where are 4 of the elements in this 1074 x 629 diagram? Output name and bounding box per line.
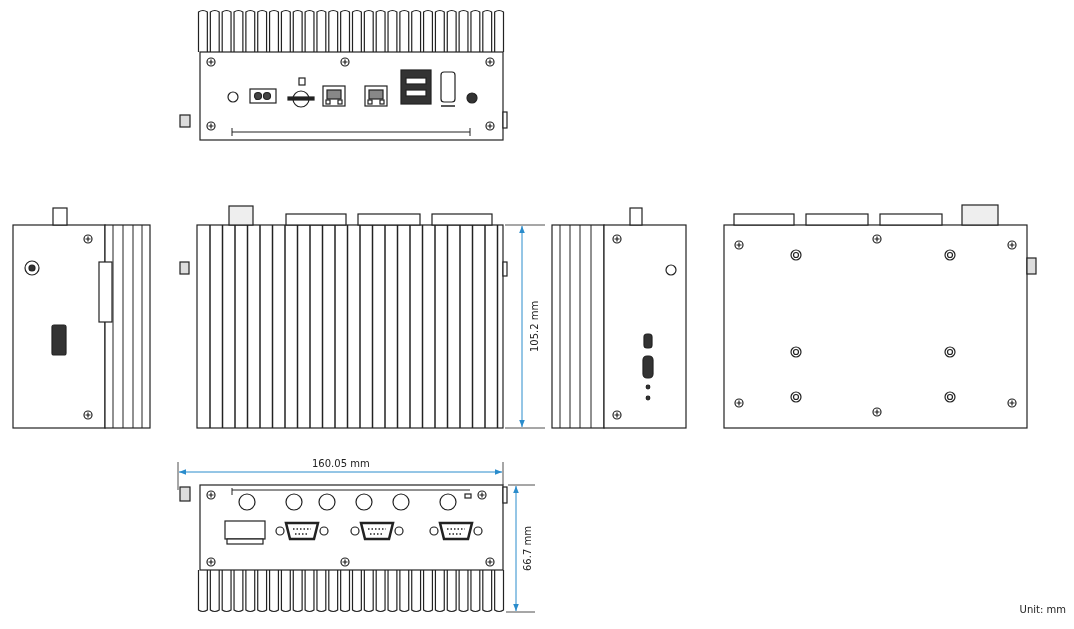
dimension-label: 105.2 mm xyxy=(529,300,541,352)
dimension-label: 160.05 mm xyxy=(312,458,370,470)
dimension-label: 66.7 mm xyxy=(522,525,534,571)
unit-note: Unit: mm xyxy=(1019,604,1066,616)
